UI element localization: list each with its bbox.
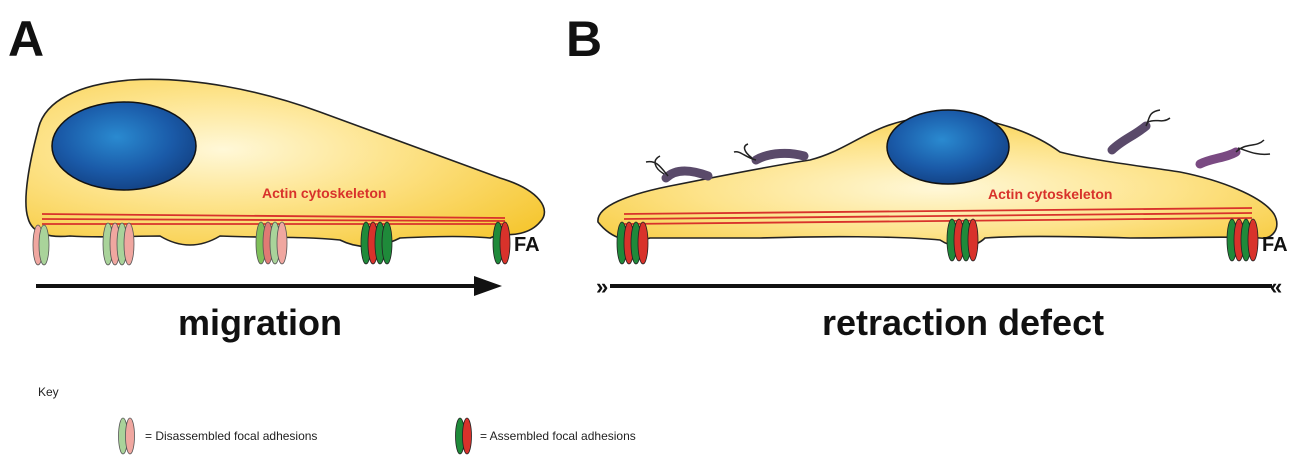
bacterium-1 (646, 156, 708, 178)
focal-adhesion-cluster-1 (617, 222, 648, 264)
panel-a-letter: A (8, 11, 44, 67)
retraction-bar: » « (596, 274, 1282, 299)
focal-adhesion-cluster-1 (33, 225, 49, 265)
focal-adhesion-cluster-3 (256, 222, 287, 264)
nucleus (52, 102, 196, 190)
panel-b: B Actin cytoskeleton (566, 11, 1288, 343)
fa-label: FA (1262, 234, 1288, 256)
bacterium-4 (1200, 140, 1270, 164)
actin-label: Actin cytoskeleton (262, 185, 386, 201)
assembled-fa-icon (456, 418, 472, 454)
migration-label: migration (178, 302, 342, 343)
focal-adhesion-cluster-2 (947, 219, 978, 261)
focal-adhesion-cluster-3 (1227, 219, 1258, 261)
svg-text:»: » (596, 274, 608, 299)
bacterium-2 (734, 144, 804, 160)
focal-adhesion-cluster-5 (493, 222, 510, 264)
actin-label: Actin cytoskeleton (988, 186, 1112, 202)
disassembled-fa-icon (119, 418, 135, 454)
key-title: Key (38, 385, 59, 399)
panel-a: A Actin cytoskeleton (8, 11, 544, 343)
fa-label: FA (514, 234, 540, 256)
focal-adhesion-cluster-2 (103, 223, 134, 265)
key: Key = Disassembled focal adhesions = Ass… (38, 385, 636, 454)
assembled-label: = Assembled focal adhesions (480, 429, 636, 443)
disassembled-label: = Disassembled focal adhesions (145, 429, 317, 443)
svg-text:«: « (1270, 274, 1282, 299)
focal-adhesion-cluster-4 (361, 222, 392, 264)
migration-arrow (36, 276, 502, 296)
nucleus (887, 110, 1009, 184)
panel-b-letter: B (566, 11, 602, 67)
retraction-label: retraction defect (822, 302, 1104, 343)
bacterium-3 (1112, 110, 1170, 150)
